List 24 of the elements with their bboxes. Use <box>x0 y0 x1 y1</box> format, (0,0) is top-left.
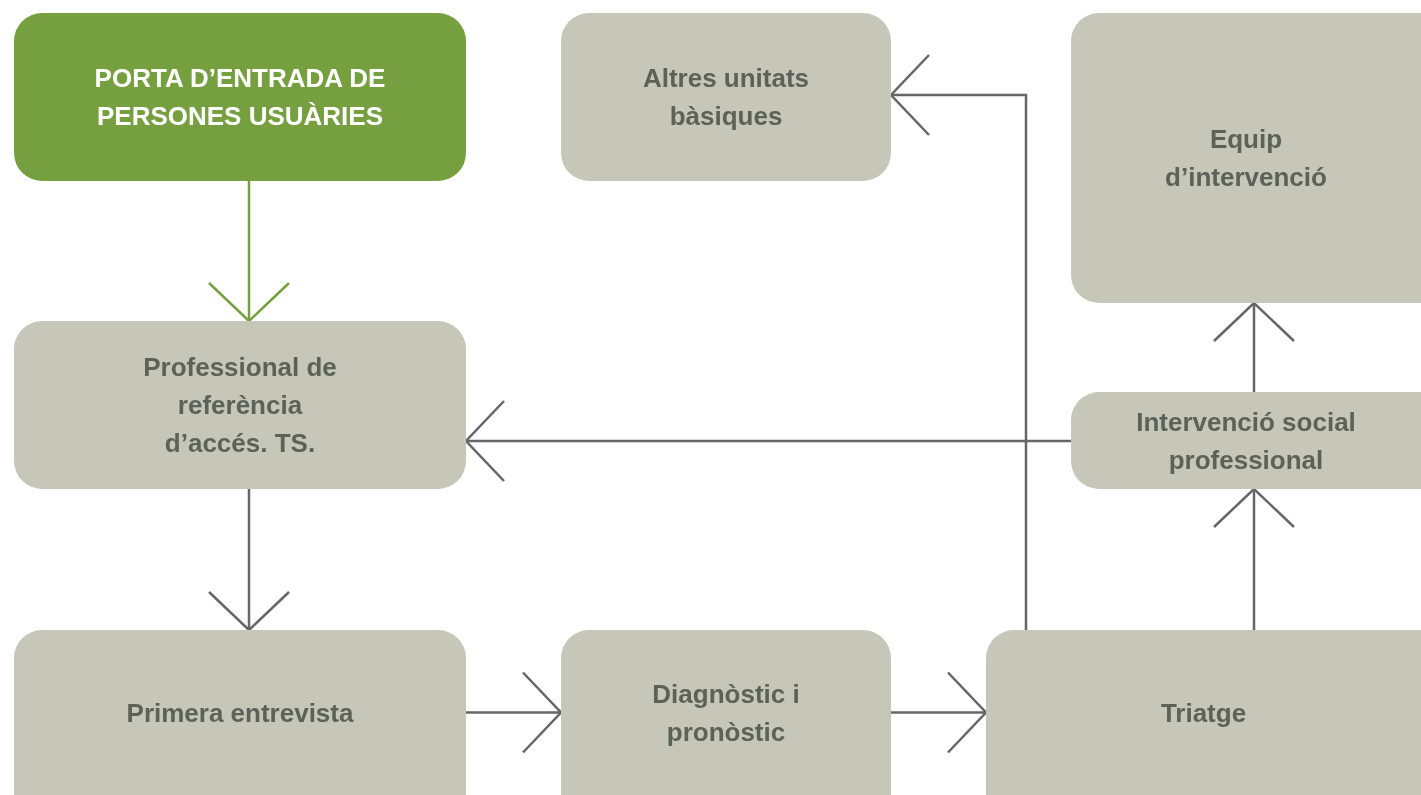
box-label: Equip d’intervenció <box>1164 123 1328 194</box>
process-box <box>14 630 466 795</box>
arrow <box>891 671 988 754</box>
process-box <box>986 630 1421 795</box>
arrow <box>207 489 291 632</box>
box-label: Primera entrevista <box>126 696 354 730</box>
box-label: Professional de referència d’accés. TS. <box>142 351 338 460</box>
arrow <box>1212 301 1296 392</box>
arrow <box>466 671 563 754</box>
box-label: PORTA D’ENTRADA DE PERSONES USUÀRIES <box>93 62 387 133</box>
box-label: Diagnòstic i pronòstic <box>651 677 801 749</box>
box-label: Altres unitats bàsiques <box>641 62 811 133</box>
arrow <box>207 181 291 323</box>
box-label: Intervenció social professional <box>1135 405 1357 477</box>
process-box <box>561 13 891 181</box>
arrow <box>889 53 1028 630</box>
process-box <box>561 630 891 795</box>
box-label: Triatge <box>1160 696 1247 730</box>
arrow <box>1212 487 1296 630</box>
process-box <box>1071 392 1421 489</box>
process-box <box>1071 13 1421 303</box>
entry-box <box>14 13 466 181</box>
arrow <box>464 399 1071 483</box>
process-box <box>14 321 466 489</box>
